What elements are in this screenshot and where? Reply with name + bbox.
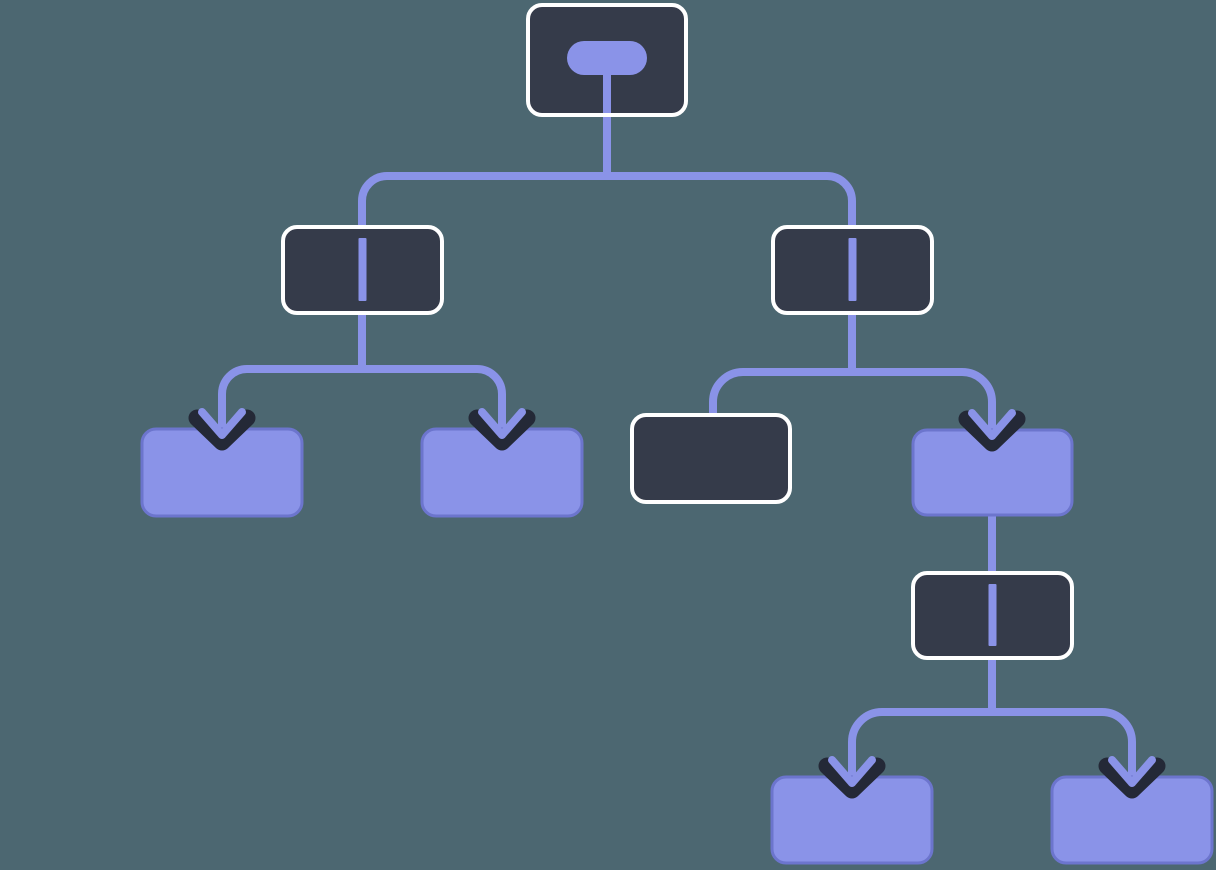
node-pill-stem <box>603 73 611 113</box>
node-body <box>630 413 792 504</box>
node-divider-bar <box>848 238 857 301</box>
arrow-into-leaf-left-2 <box>468 408 536 451</box>
connector-layer <box>218 112 1136 784</box>
node-branch-lower <box>911 571 1074 660</box>
chevron-down-backdrop-icon <box>468 409 536 451</box>
edge-branch-right-split <box>709 368 996 437</box>
chevron-down-backdrop-icon <box>1098 757 1166 799</box>
arrow-into-leaf-bottom-1 <box>818 756 886 799</box>
chevron-down-icon <box>478 408 526 439</box>
node-layer <box>140 3 1214 865</box>
node-leaf-right-dark <box>630 413 792 504</box>
chevron-down-backdrop-icon <box>818 757 886 799</box>
node-divider-bar <box>358 238 367 301</box>
chevron-down-icon <box>198 408 246 439</box>
node-branch-right <box>771 225 934 315</box>
node-root <box>526 3 688 117</box>
arrow-into-leaf-bottom-2 <box>1098 756 1166 799</box>
node-title-pill <box>567 41 647 75</box>
chevron-down-icon <box>828 756 876 787</box>
chevron-down-icon <box>1108 756 1156 787</box>
edge-root-split <box>358 172 856 230</box>
chevron-down-icon <box>968 409 1016 440</box>
node-divider-bar <box>988 584 997 646</box>
edge-branch-left-split <box>218 365 506 436</box>
arrow-into-leaf-left-1 <box>188 408 256 451</box>
node-branch-left <box>281 225 444 315</box>
arrow-into-node-right-accent <box>958 409 1026 452</box>
edge-branch-lower-split <box>848 708 1136 784</box>
chevron-down-backdrop-icon <box>188 409 256 451</box>
arrow-layer <box>188 408 1166 799</box>
chevron-down-backdrop-icon <box>958 410 1026 452</box>
